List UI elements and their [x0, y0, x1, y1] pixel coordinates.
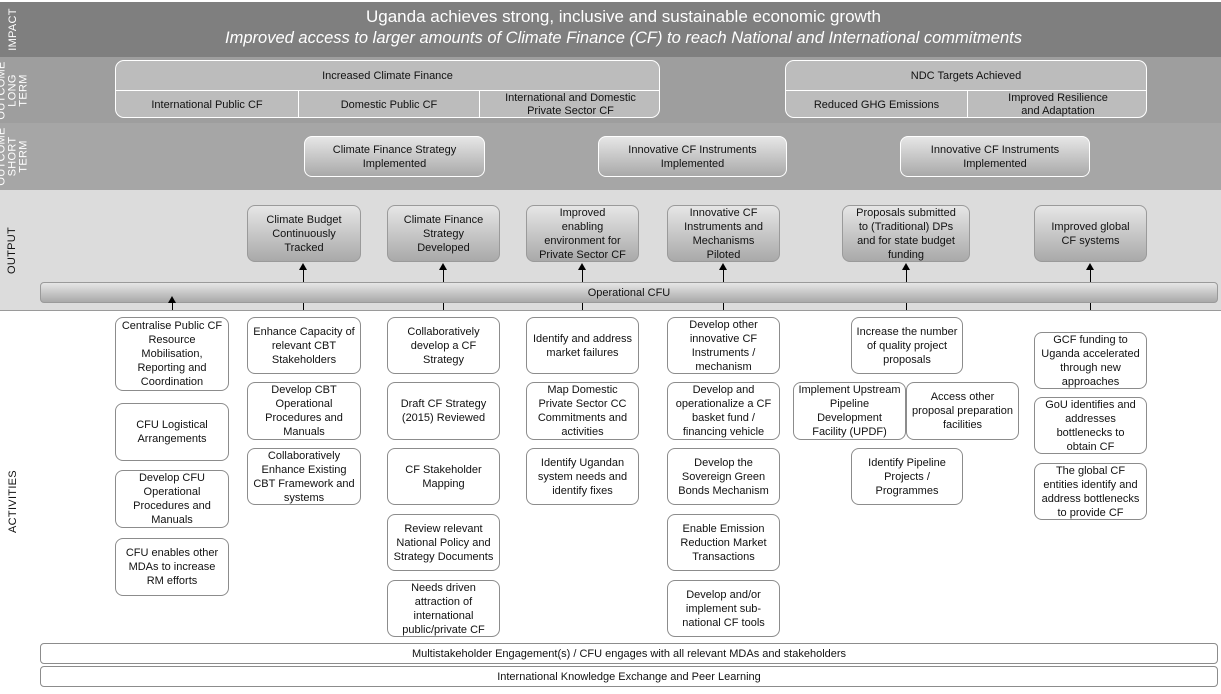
activity-develop-cf-strategy: Collaboratively develop a CF Strategy	[387, 317, 500, 374]
activity-draft-cf-strategy-reviewed: Draft CF Strategy (2015) Reviewed	[387, 382, 500, 440]
activity-cf-stakeholder-mapping: CF Stakeholder Mapping	[387, 448, 500, 505]
activity-global-cf-bottlenecks: The global CF entities identify and addr…	[1034, 463, 1147, 520]
activity-access-other-facilities: Access other proposal preparation facili…	[906, 382, 1019, 440]
improved-resilience: Improved Resilience and Adaptation	[967, 90, 1146, 117]
international-public-cf: International Public CF	[116, 90, 298, 117]
impact-band: IMPACT Uganda achieves strong, inclusive…	[0, 2, 1221, 57]
increased-climate-finance-title: Increased Climate Finance	[322, 69, 453, 82]
activity-gcf-funding: GCF funding to Uganda accelerated throug…	[1034, 332, 1147, 389]
arrowhead	[719, 263, 727, 270]
arrowhead	[578, 263, 586, 270]
connector-line	[172, 302, 173, 317]
connector-line	[906, 268, 907, 282]
activity-develop-cf-instruments: Develop other innovative CF Instruments …	[667, 317, 780, 374]
activity-market-failures: Identify and address market failures	[526, 317, 639, 374]
output-enabling-environment: Improved enabling environment for Privat…	[526, 205, 639, 262]
increased-climate-finance-group: Increased Climate Finance International …	[115, 60, 660, 118]
activity-map-private-sector: Map Domestic Private Sector CC Commitmen…	[526, 382, 639, 440]
operational-cfu-bar: Operational CFU	[40, 282, 1218, 303]
activity-implement-updf: Implement Upstream Pipeline Development …	[793, 382, 906, 440]
impact-goal: Uganda achieves strong, inclusive and su…	[365, 7, 882, 26]
connector-line	[1090, 268, 1091, 282]
arrowhead	[299, 263, 307, 270]
activity-cfu-procedures: Develop CFU Operational Procedures and M…	[115, 470, 229, 528]
activity-cf-basket-fund: Develop and operationalize a CF basket f…	[667, 382, 780, 440]
impact-label: IMPACT	[6, 8, 19, 51]
activity-identify-pipeline: Identify Pipeline Projects / Programmes	[851, 448, 963, 505]
domestic-public-cf: Domestic Public CF	[298, 90, 479, 117]
ndc-targets-group: NDC Targets Achieved Reduced GHG Emissio…	[785, 60, 1147, 118]
arrowhead	[902, 263, 910, 270]
output-improved-global-cf: Improved global CF systems	[1034, 205, 1147, 262]
short-outcome-cf-instruments-1: Innovative CF Instruments Implemented	[598, 136, 787, 177]
output-climate-budget-tracked: Climate Budget Continuously Tracked	[247, 205, 361, 262]
short-outcome-cf-strategy: Climate Finance Strategy Implemented	[304, 136, 485, 177]
arrowhead	[168, 296, 176, 303]
reduced-ghg-emissions: Reduced GHG Emissions	[786, 90, 967, 117]
activities-label: ACTIVITIES	[6, 469, 19, 533]
activity-enhance-cbt-framework: Collaboratively Enhance Existing CBT Fra…	[247, 448, 361, 505]
connector-line	[443, 268, 444, 282]
activity-identify-system-needs: Identify Ugandan system needs and identi…	[526, 448, 639, 505]
output-proposals-submitted: Proposals submitted to (Traditional) DPs…	[842, 205, 970, 262]
activity-emission-reduction-market: Enable Emission Reduction Market Transac…	[667, 514, 780, 571]
activity-cfu-enables-mdas: CFU enables other MDAs to increase RM ef…	[115, 538, 229, 596]
private-sector-cf: International and Domestic Private Secto…	[479, 90, 659, 117]
activity-gou-bottlenecks: GoU identifies and addresses bottlenecks…	[1034, 397, 1147, 454]
activity-green-bonds: Develop the Sovereign Green Bonds Mechan…	[667, 448, 780, 505]
ndc-targets-title: NDC Targets Achieved	[910, 69, 1022, 82]
connector-line	[303, 268, 304, 282]
knowledge-exchange-bar: International Knowledge Exchange and Pee…	[40, 666, 1218, 687]
connector-line	[723, 268, 724, 282]
activity-centralise-public-cf: Centralise Public CF Resource Mobilisati…	[115, 317, 229, 391]
multistakeholder-engagement-bar: Multistakeholder Engagement(s) / CFU eng…	[40, 643, 1218, 664]
connector-line	[582, 268, 583, 282]
activity-enhance-capacity-cbt: Enhance Capacity of relevant CBT Stakeho…	[247, 317, 361, 374]
outcome-long-label: OUTCOME LONG TERM	[0, 60, 30, 120]
activity-review-policy-documents: Review relevant National Policy and Stra…	[387, 514, 500, 571]
short-outcome-cf-instruments-2: Innovative CF Instruments Implemented	[900, 136, 1090, 177]
output-label: OUTPUT	[6, 226, 19, 274]
output-cf-strategy-developed: Climate Finance Strategy Developed	[387, 205, 500, 262]
activity-develop-cbt-procedures: Develop CBT Operational Procedures and M…	[247, 382, 361, 440]
activity-increase-proposals: Increase the number of quality project p…	[851, 317, 963, 374]
outcome-short-label: OUTCOME SHORT TERM	[0, 127, 30, 186]
output-cf-instruments-piloted: Innovative CF Instruments and Mechanisms…	[667, 205, 780, 262]
activity-needs-driven-attraction: Needs driven attraction of international…	[387, 580, 500, 637]
activity-sub-national-cf-tools: Develop and/or implement sub- national C…	[667, 580, 780, 637]
arrowhead	[1086, 263, 1094, 270]
impact-purpose: Improved access to larger amounts of Cli…	[225, 29, 1022, 47]
arrowhead	[439, 263, 447, 270]
activity-cfu-logistical: CFU Logistical Arrangements	[115, 403, 229, 461]
